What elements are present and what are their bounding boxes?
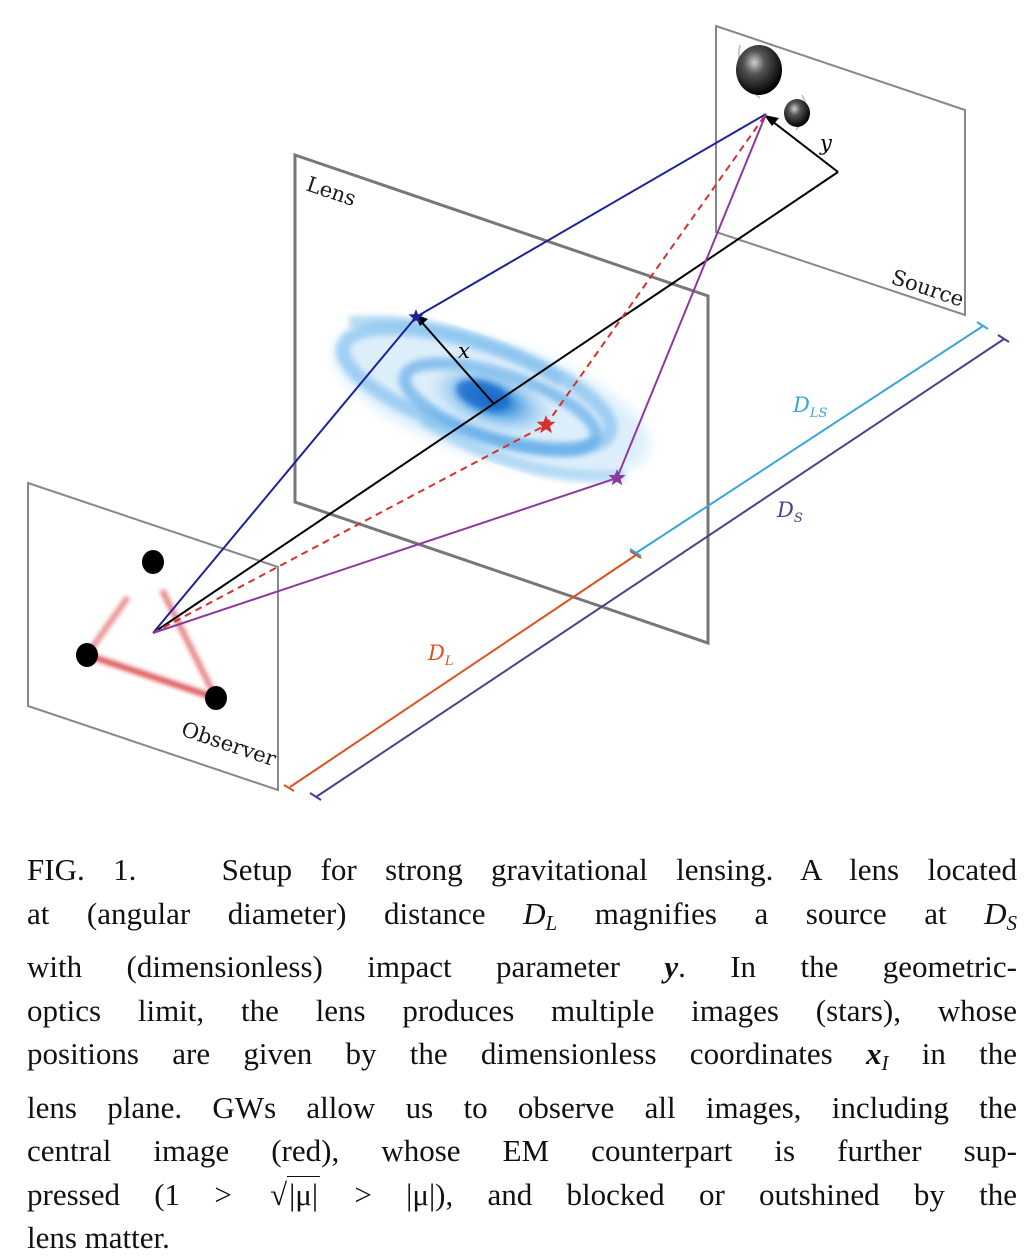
y-vector [767,117,839,173]
caption-line: FIG. 1. Setup for strong gravitational l… [27,852,1017,887]
caption-line: central image (red), whose EM counterpar… [27,1133,1017,1168]
y-arrowhead [764,115,779,126]
detector-node [205,686,227,710]
lensing-setup-diagram: Source Lens Observer y x [27,24,1010,801]
lens-plane [293,152,710,646]
detector-network [76,550,227,710]
caption-line: lens plane. GWs allow us to observe all … [27,1089,1017,1125]
distance-DLS [629,321,989,557]
blue-image-star [408,309,424,324]
lens-label: Lens [303,172,359,211]
source-black-hole-large [736,45,782,95]
x-vector [417,317,495,405]
caption-line: at (angular diameter) distance DL magnif… [27,895,1018,935]
sqrt-expression: √|μ| [270,1175,321,1212]
source-label: Source [888,265,967,312]
caption-line: optics limit, the lens produces multiple… [27,992,1017,1028]
caption-line: positions are given by the dimensionless… [27,1036,1017,1075]
DS-label: DS [776,498,803,526]
distance-DL [283,550,642,792]
caption-line: lens matter. [27,1220,170,1255]
lens-galaxy [334,315,650,483]
central-red-image-star [536,415,556,434]
caption-line: pressed (1 > √|μ| > |μ|), and blocked or… [27,1173,1017,1217]
figure-number: FIG. 1. [27,852,137,887]
y-label: y [819,131,833,155]
detector-node [76,643,98,667]
distance-DS [309,334,1010,801]
observer-plane [27,481,279,792]
detector-node [142,550,164,574]
DLS-label: DLS [792,393,827,421]
source-black-hole-small [784,99,810,127]
optical-axis [152,171,839,634]
source-plane [715,24,966,317]
caption-line: with (dimensionless) impact parameter y.… [27,949,1017,984]
DL-label: DL [427,641,453,669]
figure-caption: FIG. 1. Setup for strong gravitational l… [27,848,1017,1260]
observer-label: Observer [178,717,280,771]
purple-image-star [608,469,626,486]
x-label: x [458,339,470,363]
